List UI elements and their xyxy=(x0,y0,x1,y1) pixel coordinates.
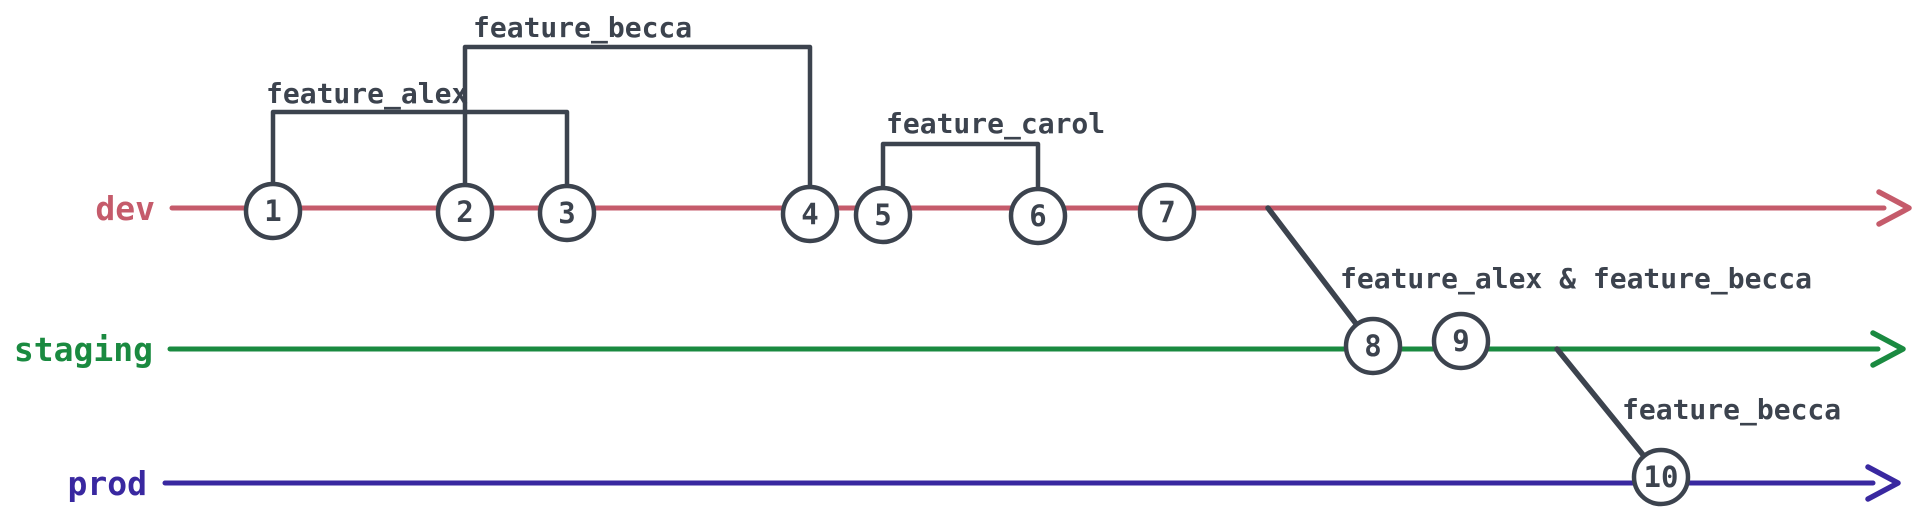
arrowhead-staging-icon xyxy=(1870,330,1906,368)
feature-bracket-path-feature_alex xyxy=(270,109,570,216)
commit-circle-6 xyxy=(1008,186,1068,246)
feature-bracket-label-feature_carol: feature_carol xyxy=(886,107,1105,140)
merge-label-1: feature_alex & feature_becca xyxy=(1340,262,1812,295)
commit-number-7: 7 xyxy=(1158,195,1175,229)
commit-node-9: 9 xyxy=(1431,311,1491,371)
commit-number-10: 10 xyxy=(1644,460,1679,494)
feature-bracket-path-feature_carol xyxy=(880,141,1041,219)
commit-circle-3 xyxy=(537,183,597,243)
feature-bracket-path-feature_becca xyxy=(462,44,813,217)
feature-bracket-feature_alex: feature_alex xyxy=(266,77,570,216)
merge-2: feature_becca xyxy=(1554,346,1841,480)
branch-prod: prod xyxy=(68,464,1901,503)
commit-node-5: 5 xyxy=(853,185,913,245)
branch-label-prod: prod xyxy=(68,464,147,503)
commit-circle-1 xyxy=(243,181,303,241)
commit-node-6: 6 xyxy=(1008,186,1068,246)
commit-number-9: 9 xyxy=(1452,324,1469,358)
commit-circle-8 xyxy=(1343,316,1403,376)
branch-label-staging: staging xyxy=(14,330,153,369)
branch-staging: staging xyxy=(14,330,1906,369)
commit-node-1: 1 xyxy=(243,181,303,241)
commit-number-4: 4 xyxy=(801,197,818,231)
commit-circle-2 xyxy=(435,182,495,242)
branch-dev: dev xyxy=(95,189,1912,228)
commit-circle-5 xyxy=(853,185,913,245)
commit-circle-9 xyxy=(1431,311,1491,371)
commit-number-2: 2 xyxy=(456,195,473,229)
commit-circle-4 xyxy=(780,184,840,244)
feature-bracket-label-feature_alex: feature_alex xyxy=(266,77,468,110)
commit-circle-10 xyxy=(1631,447,1691,507)
commit-node-2: 2 xyxy=(435,182,495,242)
commit-number-5: 5 xyxy=(874,198,891,232)
commit-circle-7 xyxy=(1137,182,1197,242)
commit-number-3: 3 xyxy=(558,196,575,230)
commit-number-6: 6 xyxy=(1029,199,1046,233)
arrowhead-prod-icon xyxy=(1865,464,1901,502)
commit-node-4: 4 xyxy=(780,184,840,244)
commit-number-8: 8 xyxy=(1364,329,1381,363)
commit-node-10: 10 xyxy=(1631,447,1691,507)
merge-1: feature_alex & feature_becca xyxy=(1265,205,1812,349)
feature-bracket-label-feature_becca: feature_becca xyxy=(473,11,692,44)
branch-label-dev: dev xyxy=(95,189,155,228)
commit-node-7: 7 xyxy=(1137,182,1197,242)
arrowhead-dev-icon xyxy=(1876,189,1912,227)
commit-node-3: 3 xyxy=(537,183,597,243)
feature-bracket-feature_carol: feature_carol xyxy=(880,107,1105,219)
commit-node-8: 8 xyxy=(1343,316,1403,376)
feature-bracket-feature_becca: feature_becca xyxy=(462,11,813,217)
merge-label-2: feature_becca xyxy=(1622,393,1841,426)
commit-number-1: 1 xyxy=(264,194,281,228)
